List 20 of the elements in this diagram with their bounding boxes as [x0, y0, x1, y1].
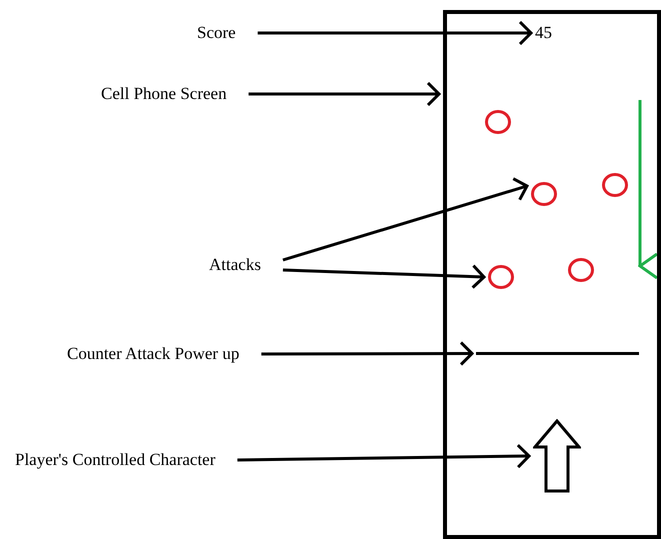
callout-label: Score [197, 23, 236, 43]
attack-circle [602, 173, 628, 197]
attack-circle [531, 182, 557, 206]
arrow [282, 177, 528, 262]
up-arrow-icon [533, 419, 581, 493]
arrow [282, 264, 486, 290]
callout-label: Cell Phone Screen [101, 84, 227, 104]
callout-label: Player's Controlled Character [15, 450, 216, 470]
arrow [258, 20, 532, 46]
arrow [248, 82, 440, 106]
arrow [237, 444, 530, 469]
power-up-line [476, 352, 639, 355]
arrow [261, 341, 474, 366]
attack-circle [568, 258, 594, 282]
callout-label: Attacks [209, 255, 261, 275]
score-value: 45 [535, 23, 552, 43]
phone-screen-frame [443, 10, 661, 539]
callout-label: Counter Attack Power up [67, 344, 240, 364]
attack-circle [485, 110, 511, 134]
attack-circle [488, 265, 514, 289]
